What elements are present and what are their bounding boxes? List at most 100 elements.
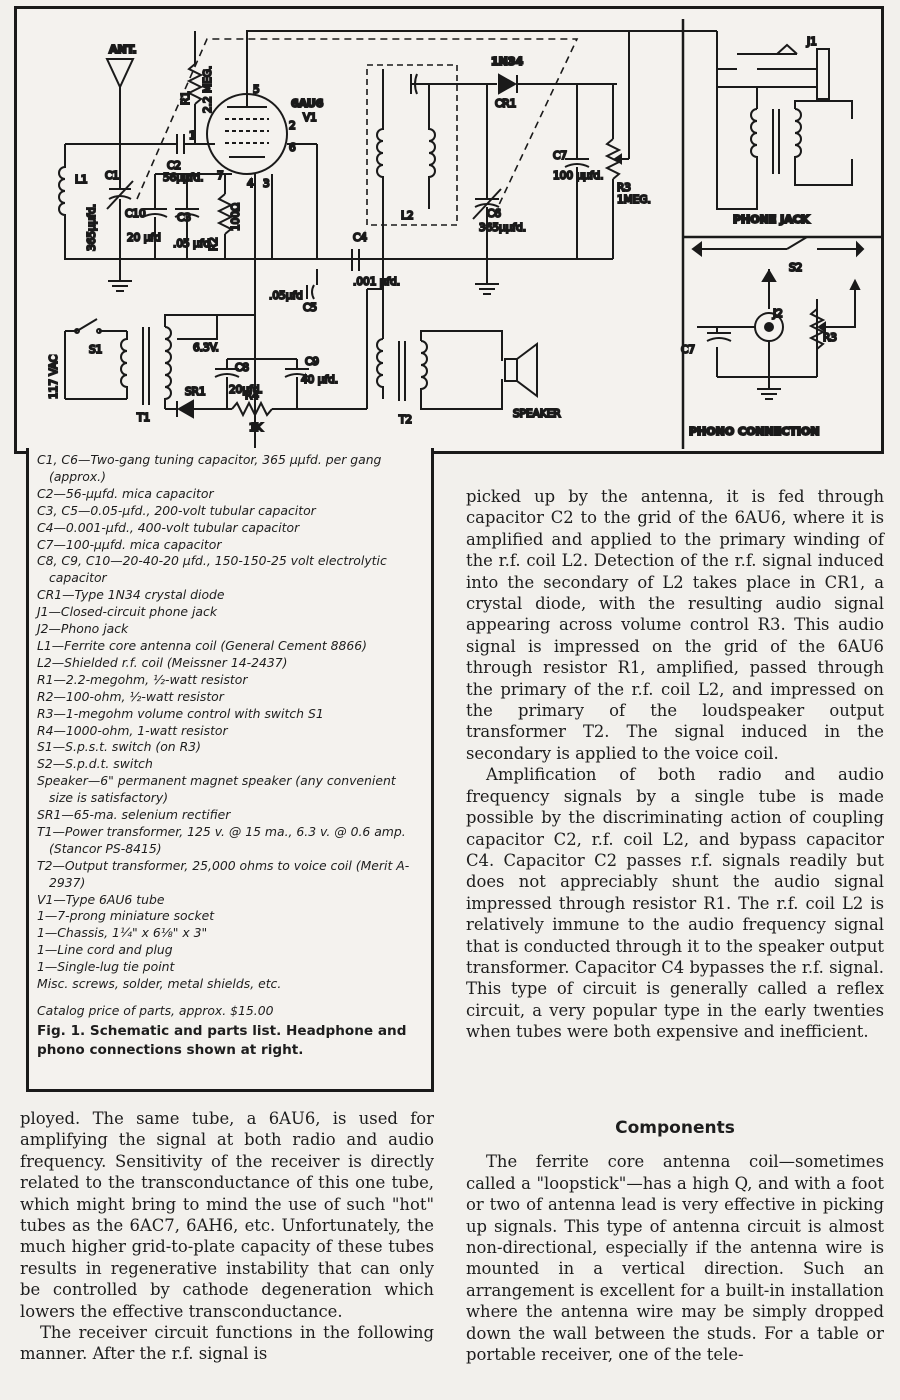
label-c7: C7 <box>553 150 567 162</box>
label-c9: C9 <box>305 356 319 368</box>
potentiometer-r3 <box>604 31 630 259</box>
label-tube: 6AU6 <box>291 97 324 110</box>
phone-jack-diagram <box>693 30 853 210</box>
parts-list-item: Speaker—6" permanent magnet speaker (any… <box>37 773 396 806</box>
label-j1: J1 <box>806 36 817 48</box>
parts-list-item: T1—Power transformer, 125 v. @ 15 ma., 6… <box>37 823 406 856</box>
label-r4-val: 1K <box>249 422 264 434</box>
article-column-right-bottom: Components The ferrite core antenna coil… <box>466 1118 884 1365</box>
parts-list-item: L2—Shielded r.f. coil (Meissner 14-2437) <box>37 654 288 670</box>
parts-list: C1, C6—Two-gang tuning capacitor, 365 μμ… <box>37 452 423 993</box>
label-c5: C5 <box>303 302 317 314</box>
label-r3: R3 <box>617 182 631 194</box>
label-pin1: 1 <box>189 130 196 142</box>
label-6v3: 6.3V. <box>193 342 219 354</box>
shield-box-l2 <box>366 64 458 226</box>
parts-list-item: CR1—Type 1N34 crystal diode <box>37 587 225 603</box>
ground-symbol-2 <box>475 259 499 295</box>
label-r1-val: 2.2 MEG. <box>202 66 214 113</box>
parts-list-item: S1—S.p.s.t. switch (on R3) <box>37 739 201 755</box>
label-c6: C6 <box>487 208 501 220</box>
phono-connection-diagram <box>691 236 865 400</box>
paragraph: The receiver circuit functions in the fo… <box>20 1323 434 1364</box>
parts-list-item: J2—Phono jack <box>37 621 129 637</box>
resistor-r1 <box>186 31 204 144</box>
label-c10-val: 20 μfd <box>127 232 161 244</box>
label-v1: V1 <box>303 112 317 124</box>
parts-list-item: R1—2.2-megohm, ½-watt resistor <box>37 671 248 687</box>
parts-list-item: C3, C5—0.05-μfd., 200-volt tubular capac… <box>37 502 316 518</box>
ground-symbol-1 <box>108 259 132 292</box>
label-c10: C10 <box>125 208 146 220</box>
label-speaker: SPEAKER <box>513 408 561 420</box>
parts-list-box: C1, C6—Two-gang tuning capacitor, 365 μμ… <box>26 448 434 1092</box>
label-c4: C4 <box>353 232 367 244</box>
capacitor-c8 <box>214 358 255 409</box>
parts-list-item: C2—56-μμfd. mica capacitor <box>37 485 214 501</box>
transformer-t2 <box>376 330 503 410</box>
parts-list-item: S2—S.p.d.t. switch <box>37 756 153 772</box>
schematic-figure: ANT. L1 C1 365μμfd. C2 56μμfd. C10 20 μf… <box>14 6 884 454</box>
label-c3: C3 <box>177 212 191 224</box>
label-diode: 1N34 <box>491 55 524 68</box>
label-c5-val: .05μfd <box>269 290 303 302</box>
label-c6-val: 365μμfd. <box>479 222 526 234</box>
parts-list-item: 1—Single-lug tie point <box>37 959 175 975</box>
label-s2: S2 <box>789 262 802 274</box>
label-t2: T2 <box>398 414 412 426</box>
label-j2: J2 <box>772 308 783 320</box>
resistor-r2 <box>216 174 234 259</box>
parts-list-item: C1, C6—Two-gang tuning capacitor, 365 μμ… <box>37 452 382 484</box>
label-pin5: 5 <box>253 84 260 96</box>
label-c7b: C7 <box>681 344 695 356</box>
coil-l2 <box>376 69 436 259</box>
label-c8: C8 <box>235 362 249 374</box>
coil-l1 <box>58 144 127 260</box>
label-c4-val: .001 μfd. <box>353 276 400 288</box>
resistor-r4 <box>231 288 383 418</box>
label-c9-val: 40 μfd. <box>301 374 338 386</box>
parts-list-item: SR1—65-ma. selenium rectifier <box>37 807 231 823</box>
label-vac: 117 VAC <box>48 355 60 399</box>
capacitor-c5 <box>306 269 318 300</box>
parts-list-item: C7—100-μμfd. mica capacitor <box>37 536 222 552</box>
label-pin3: 3 <box>263 178 270 190</box>
label-r3b: R3 <box>823 332 837 344</box>
label-c3-val: .05 μfd <box>173 238 210 250</box>
label-pin7: 7 <box>217 170 224 182</box>
transformer-t1 <box>120 314 255 409</box>
parts-list-item: T2—Output transformer, 25,000 ohms to vo… <box>37 857 410 890</box>
parts-list-item: L1—Ferrite core antenna coil (General Ce… <box>37 637 367 653</box>
parts-list-item: R4—1000-ohm, 1-watt resistor <box>37 722 228 738</box>
capacitor-c4 <box>287 143 360 271</box>
label-r2-val: 100Ω <box>230 203 242 231</box>
capacitor-c10 <box>142 174 168 259</box>
catalog-price: Catalog price of parts, approx. $15.00 <box>37 1003 274 1018</box>
label-pin4: 4 <box>247 178 254 190</box>
speaker-symbol <box>504 342 538 398</box>
label-c7-val: 100 μμfd. <box>553 170 603 182</box>
label-r1: R1 <box>180 91 192 105</box>
paragraph: picked up by the antenna, it is fed thro… <box>466 487 884 763</box>
label-pin6: 6 <box>289 142 296 154</box>
capacitor-c2 <box>176 134 215 154</box>
label-l1: L1 <box>75 174 88 186</box>
label-c1-val: 365μμfd. <box>86 204 98 251</box>
parts-list-item: Misc. screws, solder, metal shields, etc… <box>37 976 282 992</box>
parts-list-item: 1—Line cord and plug <box>37 942 173 958</box>
article-column-left-bottom: ployed. The same tube, a 6AU6, is used f… <box>20 1108 434 1365</box>
label-pin2: 2 <box>289 120 296 132</box>
label-phone-jack: PHONE JACK <box>733 213 810 226</box>
parts-list-item: V1—Type 6AU6 tube <box>37 891 165 907</box>
label-l2: L2 <box>401 210 414 222</box>
label-r4: R4 <box>245 390 259 402</box>
capacitor-c7 <box>564 84 590 259</box>
schematic-diagram: ANT. L1 C1 365μμfd. C2 56μμfd. C10 20 μf… <box>47 19 881 449</box>
wire-plate <box>246 30 717 94</box>
label-c1: C1 <box>105 170 119 182</box>
article-column-right-top: picked up by the antenna, it is fed thro… <box>466 486 884 1043</box>
capacitor-top <box>410 73 497 95</box>
parts-list-item: J1—Closed-circuit phone jack <box>37 604 218 620</box>
paragraph: Amplification of both radio and audio fr… <box>466 765 884 1042</box>
diode-cr1 <box>498 73 617 95</box>
